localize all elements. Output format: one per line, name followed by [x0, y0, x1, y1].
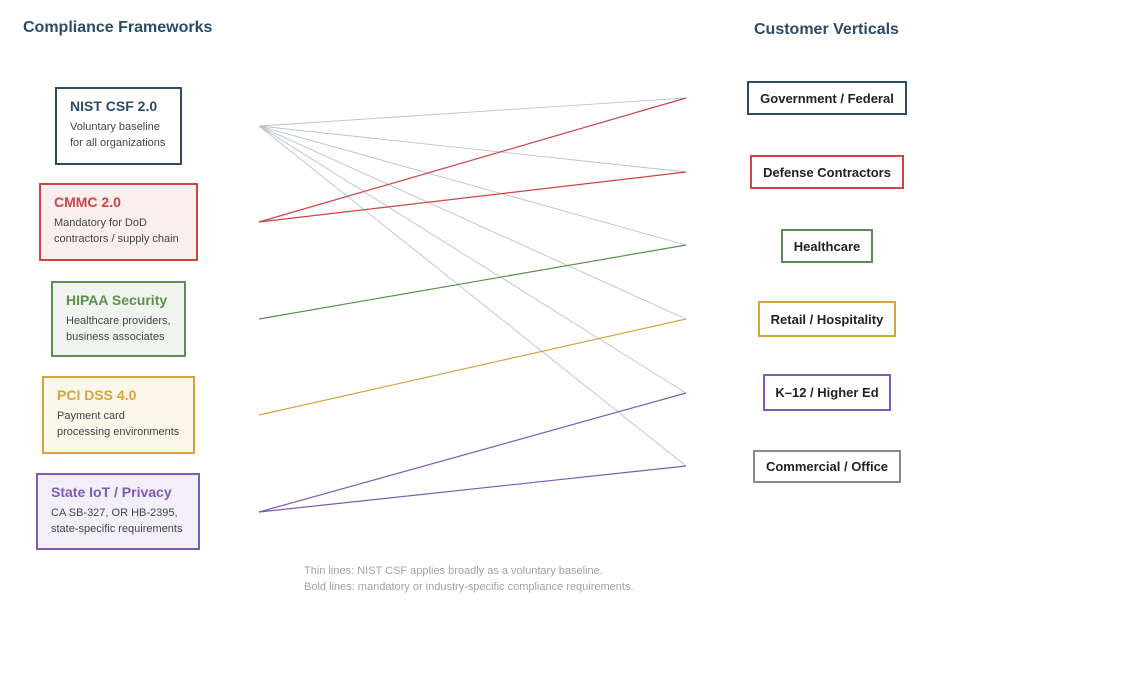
- framework-desc: Healthcare providers,business associates: [66, 315, 171, 343]
- connection-line: [258, 125, 687, 320]
- connection-line: [258, 392, 687, 513]
- connection-line: [258, 244, 687, 320]
- connection-line: [258, 125, 687, 173]
- legend-thin-lines: Thin lines: NIST CSF applies broadly as …: [304, 565, 603, 577]
- connection-line: [258, 97, 687, 127]
- verticals-heading: Customer Verticals: [754, 21, 899, 38]
- framework-state-iot: State IoT / Privacy CA SB-327, OR HB-239…: [36, 473, 200, 550]
- framework-hipaa: HIPAA Security Healthcare providers,busi…: [51, 281, 186, 357]
- framework-name: NIST CSF 2.0: [70, 98, 158, 114]
- vertical-defense: Defense Contractors: [750, 155, 904, 189]
- connection-line: [258, 125, 687, 394]
- connection-line: [258, 125, 687, 246]
- framework-name: State IoT / Privacy: [51, 484, 172, 500]
- frameworks-heading: Compliance Frameworks: [23, 19, 213, 36]
- framework-name: PCI DSS 4.0: [57, 387, 137, 403]
- connection-line: [258, 318, 687, 416]
- legend-note: Thin lines: NIST CSF applies broadly as …: [304, 563, 634, 595]
- framework-name: HIPAA Security: [66, 292, 168, 308]
- framework-name: CMMC 2.0: [54, 194, 121, 210]
- legend-bold-lines: Bold lines: mandatory or industry-specif…: [304, 581, 634, 593]
- connection-line: [258, 171, 687, 223]
- connection-line: [258, 125, 687, 467]
- connection-line: [258, 465, 687, 513]
- connection-line: [258, 97, 687, 223]
- vertical-government: Government / Federal: [747, 81, 907, 115]
- vertical-education: K–12 / Higher Ed: [763, 374, 891, 411]
- framework-desc: CA SB-327, OR HB-2395,state-specific req…: [51, 507, 183, 535]
- vertical-commercial: Commercial / Office: [753, 450, 901, 483]
- vertical-retail: Retail / Hospitality: [758, 301, 896, 337]
- vertical-healthcare: Healthcare: [781, 229, 873, 263]
